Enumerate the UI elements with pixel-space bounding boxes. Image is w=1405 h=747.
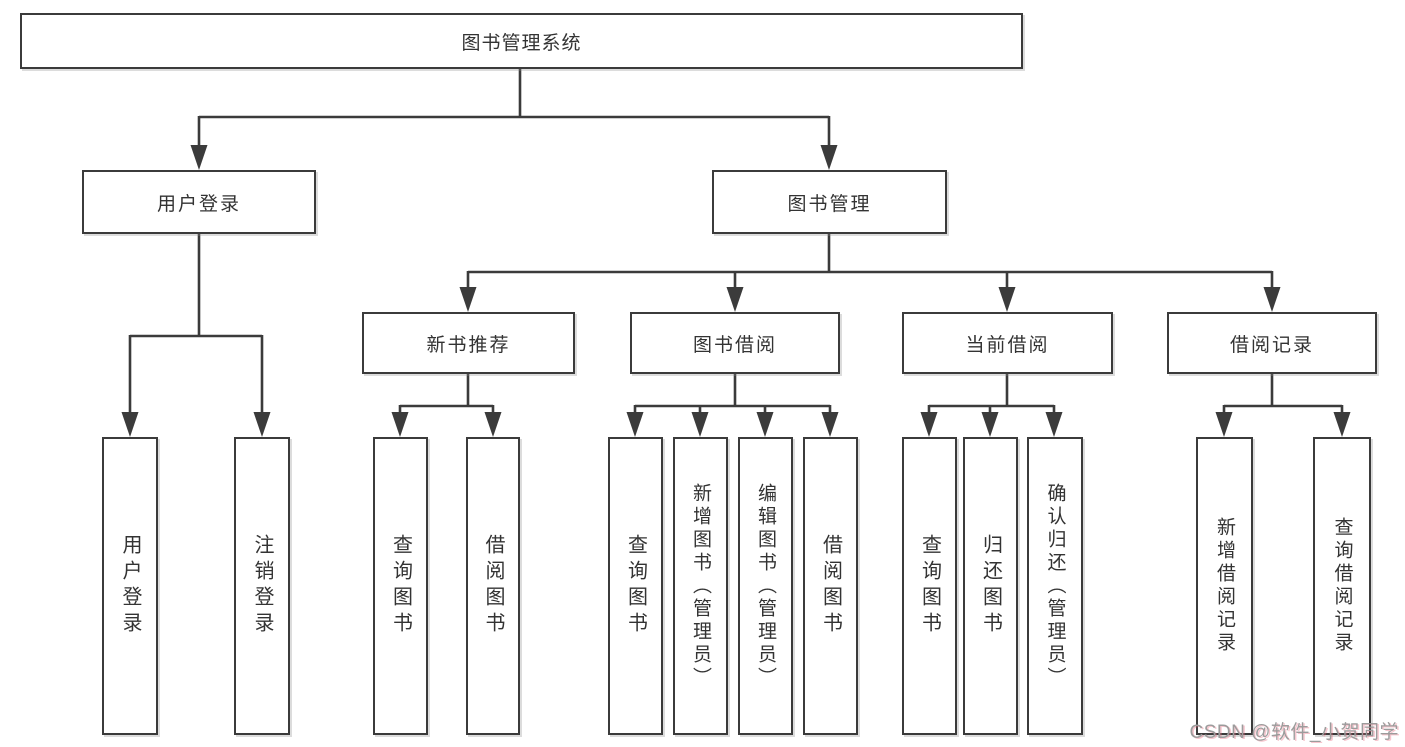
- node-root-library-management-system: 图书管理系统: [20, 13, 1023, 69]
- node-book-management: 图书管理: [712, 170, 947, 234]
- node-return-books: 归还图书: [963, 437, 1018, 735]
- node-label: 新书推荐: [426, 334, 511, 356]
- node-current-borrowing: 当前借阅: [902, 312, 1113, 374]
- node-label: 图书借阅: [692, 334, 777, 356]
- node-label: 查询图书: [389, 534, 412, 638]
- node-label: 用户登录: [119, 534, 141, 638]
- csdn-watermark: CSDN @软件_小贺同学: [1189, 722, 1399, 743]
- node-label: 新增图书（管理员）: [690, 482, 711, 690]
- node-user-login: 用户登录: [82, 170, 316, 234]
- node-new-book-recommend: 新书推荐: [362, 312, 575, 374]
- node-label: 新增借阅记录: [1214, 517, 1235, 655]
- node-add-books-admin: 新增图书（管理员）: [673, 437, 728, 735]
- node-label: 用户登录: [156, 193, 241, 215]
- node-query-books-current: 查询图书: [902, 437, 957, 735]
- node-add-borrow-record: 新增借阅记录: [1196, 437, 1253, 735]
- node-label: 归还图书: [979, 534, 1002, 638]
- node-query-books-recommend: 查询图书: [373, 437, 428, 735]
- node-user-login-leaf: 用户登录: [102, 437, 158, 735]
- node-label: 当前借阅: [965, 334, 1050, 356]
- node-label: 借阅记录: [1229, 334, 1314, 356]
- node-label: 查询图书: [624, 534, 647, 638]
- node-label: 查询图书: [918, 534, 941, 638]
- node-label: 图书管理系统: [461, 32, 582, 54]
- node-label: 借阅图书: [819, 534, 842, 638]
- node-query-books-borrowing: 查询图书: [608, 437, 663, 735]
- node-label: 编辑图书（管理员）: [755, 482, 776, 690]
- node-logout: 注销登录: [234, 437, 290, 735]
- node-label: 图书管理: [787, 193, 872, 215]
- node-label: 注销登录: [251, 534, 273, 638]
- node-label: 确认归还（管理员）: [1044, 482, 1066, 690]
- node-borrow-books-recommend: 借阅图书: [466, 437, 520, 735]
- node-edit-books-admin: 编辑图书（管理员）: [738, 437, 793, 735]
- node-label: 查询借阅记录: [1331, 517, 1353, 655]
- node-label: 借阅图书: [482, 534, 504, 638]
- node-query-borrow-record: 查询借阅记录: [1313, 437, 1371, 735]
- node-borrowing-records: 借阅记录: [1167, 312, 1377, 374]
- node-confirm-return-admin: 确认归还（管理员）: [1027, 437, 1083, 735]
- node-borrow-books: 借阅图书: [803, 437, 858, 735]
- node-book-borrowing: 图书借阅: [630, 312, 840, 374]
